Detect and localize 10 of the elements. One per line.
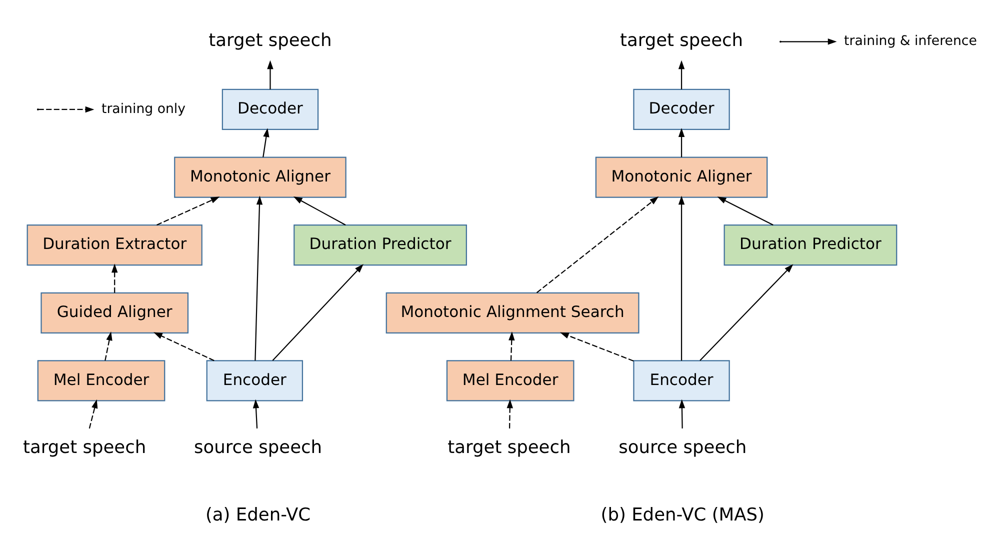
- node-text: target speech: [447, 436, 570, 458]
- node-text: source speech: [618, 436, 746, 458]
- legend-label: training only: [100, 101, 186, 116]
- label: (a) Eden-VC: [204, 504, 310, 526]
- node-text: target speech: [619, 29, 743, 50]
- legend-label: training & inference: [844, 34, 976, 49]
- label: (b) Eden-VC (MAS): [600, 504, 764, 526]
- node-text: target speech: [208, 29, 332, 50]
- node-text: target speech: [22, 436, 146, 458]
- node-text: source speech: [193, 436, 322, 458]
